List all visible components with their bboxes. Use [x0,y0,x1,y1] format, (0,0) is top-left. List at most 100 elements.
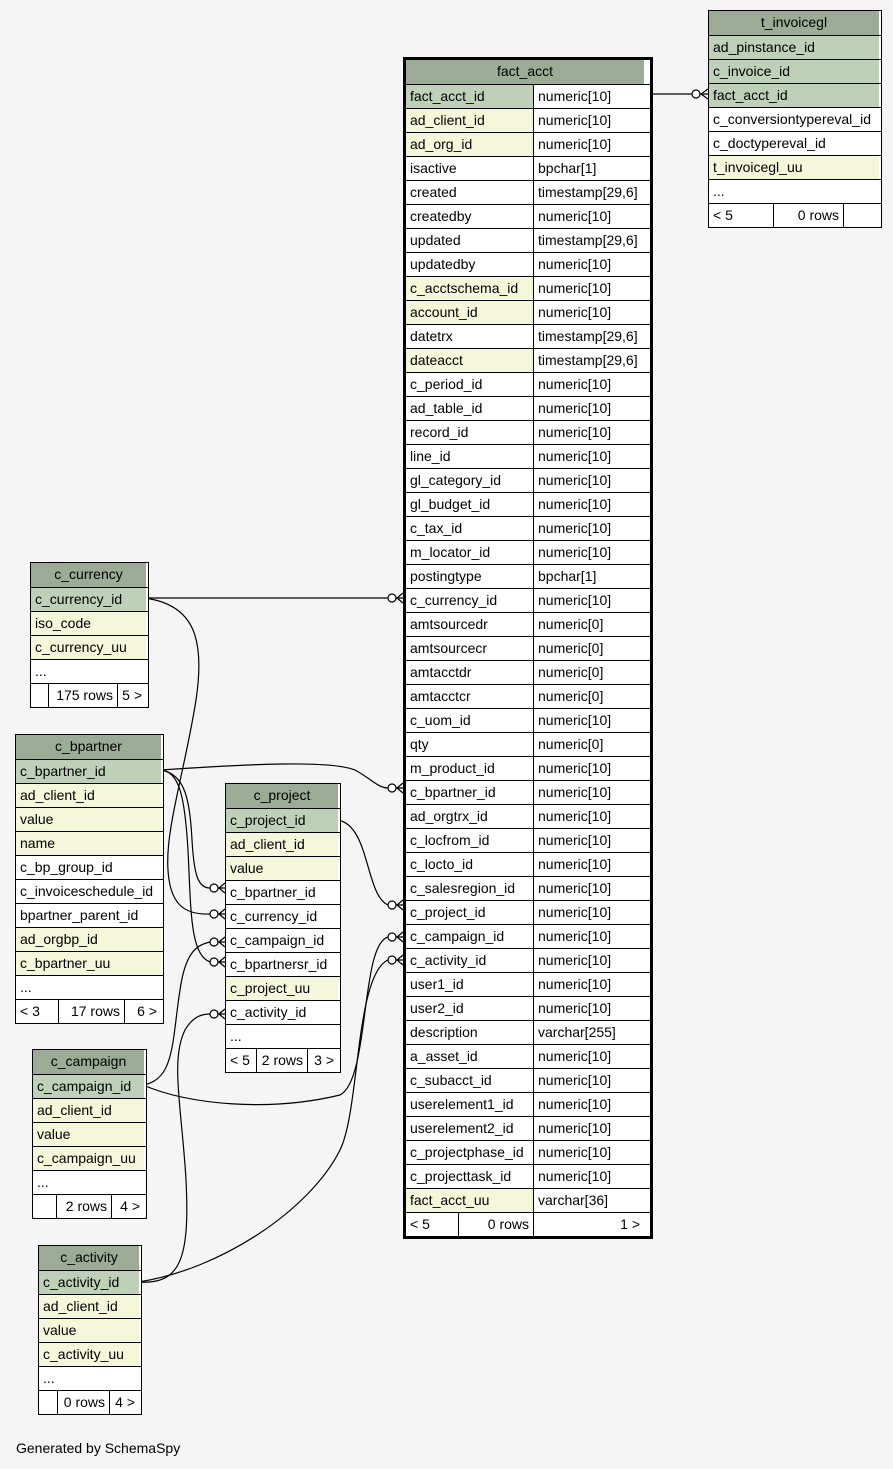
column-row[interactable]: c_bpartnersr_id [226,952,340,976]
column-row[interactable]: ... [226,1024,340,1048]
column-row[interactable]: value [16,807,163,831]
column-name: c_currency_id [406,589,533,612]
column-row[interactable]: value [39,1318,141,1342]
column-row[interactable]: fact_acct_id [709,83,881,107]
column-row[interactable]: c_bpartner_id [226,880,340,904]
column-row[interactable]: iso_code [31,611,148,635]
column-row[interactable]: ... [33,1170,146,1194]
column-row[interactable]: value [226,856,340,880]
column-row[interactable]: ... [709,179,881,203]
column-row[interactable]: ... [39,1366,141,1390]
column-row[interactable]: c_invoice_id [709,59,881,83]
column-row[interactable]: ad_pinstance_id [709,35,881,59]
column-row[interactable]: ad_orgbp_id [16,927,163,951]
column-row[interactable]: c_currency_uu [31,635,148,659]
footer-parents-count: < 5 [406,1213,458,1236]
column-row[interactable]: value [33,1122,146,1146]
column-row[interactable]: c_bpartner_uu [16,951,163,975]
column-name: c_campaign_uu [33,1147,144,1170]
column-row[interactable]: ad_client_id [39,1294,141,1318]
column-row[interactable]: c_conversiontypereval_id [709,107,881,131]
column-row[interactable]: c_activity_uu [39,1342,141,1366]
column-type: varchar[255] [533,1021,644,1044]
column-row[interactable]: ad_client_id [33,1098,146,1122]
column-row[interactable]: ad_client_id [16,783,163,807]
column-row[interactable]: c_campaign_id [33,1074,146,1098]
column-name: c_invoiceschedule_id [16,880,161,903]
column-row[interactable]: c_activity_id [226,1000,340,1024]
column-row[interactable]: c_campaign_id [226,928,340,952]
column-row[interactable]: c_bp_group_id [16,855,163,879]
column-row[interactable]: name [16,831,163,855]
column-row[interactable]: c_currency_id [31,587,148,611]
column-row[interactable]: ... [16,975,163,999]
column-row[interactable]: c_currency_id [226,904,340,928]
column-row[interactable]: c_campaign_uu [33,1146,146,1170]
column-row[interactable]: c_activity_id [39,1270,141,1294]
column-row[interactable]: c_bpartner_id [16,759,163,783]
column-row[interactable]: ... [31,659,148,683]
column-row[interactable]: c_project_id [226,808,340,832]
column-row[interactable]: bpartner_parent_id [16,903,163,927]
column-row[interactable]: c_project_uu [226,976,340,1000]
column-row[interactable]: t_invoicegl_uu [709,155,881,179]
column-row[interactable]: c_doctypereval_id [709,131,881,155]
column-row[interactable]: ad_client_id [226,832,340,856]
column-row[interactable]: c_invoiceschedule_id [16,879,163,903]
